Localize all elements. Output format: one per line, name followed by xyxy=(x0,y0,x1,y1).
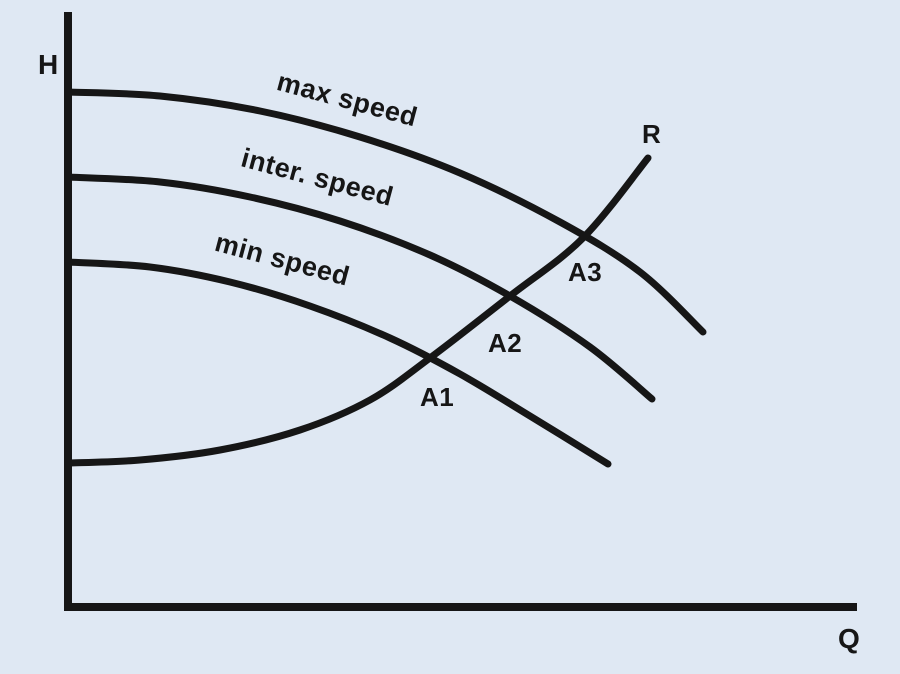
point-a3-label: A3 xyxy=(568,257,602,287)
curve-inter-speed xyxy=(64,173,656,403)
system-curve-label: R xyxy=(642,119,661,149)
point-a2-label: A2 xyxy=(488,328,522,358)
y-axis-label: H xyxy=(38,49,59,80)
curve-system-curve xyxy=(64,154,652,467)
x-axis-label: Q xyxy=(838,623,860,654)
axes-lines xyxy=(64,12,857,611)
point-a1-label: A1 xyxy=(420,382,454,412)
curve-max-speed xyxy=(64,88,707,336)
curve-min-speed xyxy=(64,258,612,468)
